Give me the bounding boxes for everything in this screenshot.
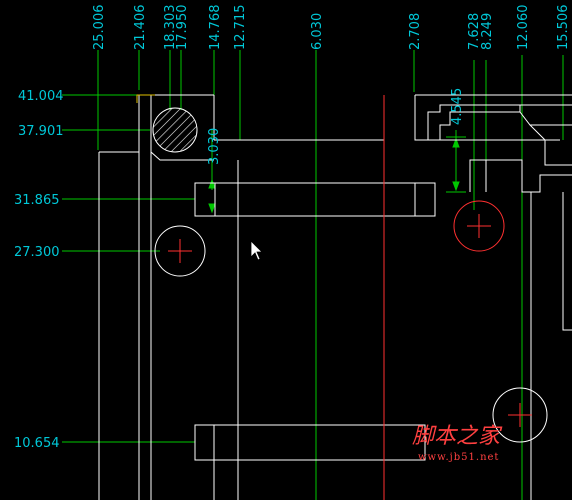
horizontal-dimension-labels: 41.004 37.901 31.865 27.300 10.654 [14, 89, 64, 451]
dim-label: 6.030 [310, 13, 325, 50]
dim-label: 25.006 [92, 5, 107, 51]
watermark-logo: 脚本之家 [412, 424, 503, 449]
arrow-cursor-icon [250, 240, 263, 261]
dim-label: 3.030 [207, 128, 222, 165]
dimension-arrows [208, 137, 460, 214]
dim-label: 18.303 [163, 5, 178, 51]
dim-label: 15.506 [556, 5, 571, 51]
vertical-dimension-labels: 25.006 21.406 18.303 17.950 14.768 12.71… [92, 5, 571, 51]
dim-label: 7.628 [467, 13, 482, 50]
dim-label: 27.300 [14, 245, 60, 260]
dim-label: 8.249 [480, 13, 495, 50]
dim-label: 37.901 [18, 124, 64, 139]
dim-label: 2.708 [408, 13, 423, 50]
centerlines [168, 95, 532, 500]
dim-label: 10.654 [14, 436, 60, 451]
dim-label: 21.406 [133, 5, 148, 51]
inner-dimension-labels: 3.030 4.545 [207, 88, 465, 165]
dim-label: 12.715 [233, 5, 248, 51]
dim-label: 41.004 [18, 89, 64, 104]
dim-label: 12.060 [516, 5, 531, 51]
corner-mark [136, 94, 155, 103]
dim-label: 31.865 [14, 193, 60, 208]
part-geometry [98, 94, 572, 500]
dim-label: 17.950 [175, 5, 190, 51]
hatched-section [152, 107, 198, 153]
dim-label: 14.768 [208, 5, 223, 51]
watermark-url: www.jb51.net [418, 452, 499, 463]
watermark: 脚本之家 www.jb51.net [412, 424, 503, 463]
dim-label: 4.545 [450, 88, 465, 125]
